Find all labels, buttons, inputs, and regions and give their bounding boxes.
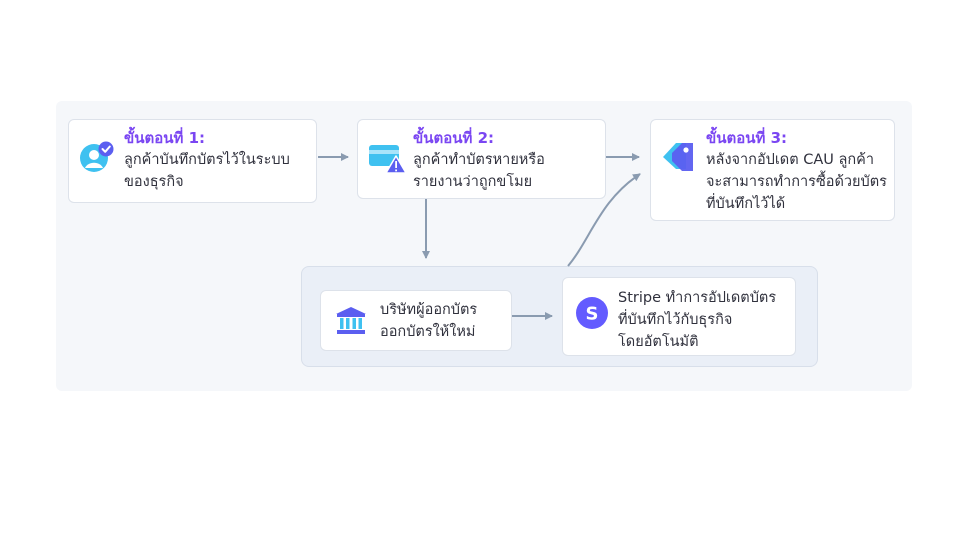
step-3-line-1: หลังจากอัปเดต CAU ลูกค้า [706,152,875,168]
issuer-line-1: บริษัทผู้ออกบัตร [380,302,478,318]
step-1-description: ลูกค้าบันทึกบัตรไว้ในระบบ ของธุรกิจ [124,149,290,193]
bank-icon [335,306,367,340]
issuer-line-2: ออกบัตรให้ใหม่ [380,324,476,340]
step-3-description: หลังจากอัปเดต CAU ลูกค้า จะสามารถทำการซื… [706,149,887,215]
step-2-line-1: ลูกค้าทำบัตรหายหรือ [413,152,545,168]
stripe-logo-icon: S [576,297,608,333]
step-3-card: ขั้นตอนที่ 3: หลังจากอัปเดต CAU ลูกค้า จ… [650,119,895,221]
stripe-card: S Stripe ทำการอัปเดตบัตร ที่บันทึกไว้กับ… [562,277,796,356]
step-2-title: ขั้นตอนที่ 2: [413,129,495,147]
step-2-description: ลูกค้าทำบัตรหายหรือ รายงานว่าถูกขโมย [413,149,545,193]
step-3-title: ขั้นตอนที่ 3: [706,129,788,147]
user-check-icon [79,140,115,180]
card-warning-icon [368,142,408,180]
stripe-line-1: Stripe ทำการอัปเดตบัตร [618,290,777,306]
step-2-line-2: รายงานว่าถูกขโมย [413,174,533,190]
stripe-description: Stripe ทำการอัปเดตบัตร ที่บันทึกไว้กับธุ… [618,287,776,353]
step-1-line-1: ลูกค้าบันทึกบัตรไว้ในระบบ [124,152,290,168]
step-1-title: ขั้นตอนที่ 1: [124,129,206,147]
issuer-description: บริษัทผู้ออกบัตร ออกบัตรให้ใหม่ [380,299,477,343]
stripe-logo-letter: S [586,304,599,325]
step-1-card: ขั้นตอนที่ 1: ลูกค้าบันทึกบัตรไว้ในระบบ … [68,119,317,203]
issuer-card: บริษัทผู้ออกบัตร ออกบัตรให้ใหม่ [320,290,512,351]
tag-icon [660,139,696,179]
stripe-line-2: ที่บันทึกไว้กับธุรกิจ [618,312,733,328]
stripe-line-3: โดยอัตโนมัติ [618,334,699,350]
step-3-line-3: ที่บันทึกไว้ได้ [706,196,786,212]
step-1-line-2: ของธุรกิจ [124,174,184,190]
step-3-line-2: จะสามารถทำการซื้อด้วยบัตร [706,174,887,190]
arrow-stripe-to-step3 [567,173,641,267]
step-2-card: ขั้นตอนที่ 2: ลูกค้าทำบัตรหายหรือ รายงาน… [357,119,606,199]
